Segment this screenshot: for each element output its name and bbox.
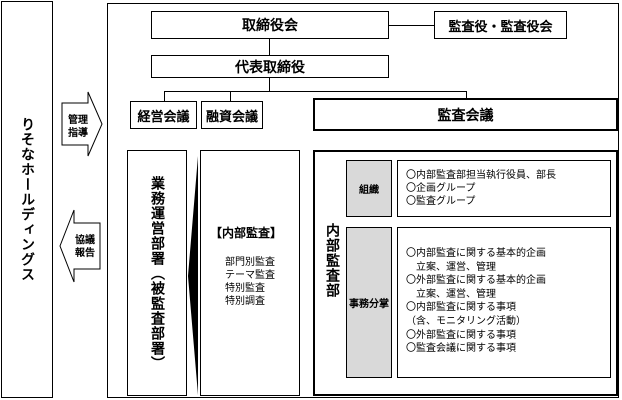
duties-item: 〇監査会議に関する事項: [406, 343, 516, 355]
organization-box: [397, 160, 611, 217]
internal-audit-list: 部門別監査 テーマ監査 特別監査 特別調査: [225, 256, 275, 308]
duties-box: [397, 227, 611, 378]
duties-item: 〇外部監査に関する事項: [406, 329, 516, 341]
consult-arrow: [59, 209, 101, 283]
organization-item: 〇企画グループ: [406, 183, 476, 194]
credit-committee-box: 融資会議: [201, 101, 263, 129]
duties-item: 〇外部監査に関する基本的企画: [406, 275, 546, 287]
organization-item: 〇内部監査部担当執行役員、部長: [406, 170, 556, 181]
auditors-box: 監査役・監査役会: [434, 11, 567, 39]
business-dept-box: [127, 150, 187, 396]
internal-audit-box: [200, 150, 300, 396]
organization-list: 〇内部監査部担当執行役員、部長 〇企画グループ 〇監査グループ: [406, 169, 556, 208]
duties-item: 立案、運営、管理: [406, 288, 496, 300]
board-auditors-line: [389, 25, 434, 26]
duties-item: 〇内部監査に関する事項: [406, 302, 516, 314]
audit-direction-triangle: [188, 156, 198, 395]
duties-item: 〇内部監査に関する基本的企画: [406, 248, 546, 259]
duties-label-box: 事務分掌: [346, 227, 392, 378]
audit-dept-label: 内部監査部: [324, 222, 340, 298]
audit-committee-box: 監査会議: [313, 98, 618, 131]
internal-audit-item: 部門別監査: [225, 257, 275, 268]
internal-audit-item: 特別調査: [225, 296, 265, 307]
business-dept-label: 業務運営部署（被監査部署）: [149, 175, 165, 371]
board-rep-line: [269, 39, 270, 55]
consult-arrow-label: 協議 報告: [75, 235, 95, 259]
organization-label-box: 組織: [346, 160, 392, 217]
holdings-frame: [1, 1, 53, 398]
duties-item: （含、モニタリング活動）: [406, 315, 526, 327]
representative-box: 代表取締役: [151, 55, 389, 78]
internal-audit-title: 【内部監査】: [210, 226, 283, 240]
internal-audit-item: 特別監査: [225, 283, 265, 294]
board-box: 取締役会: [151, 11, 389, 39]
internal-audit-item: テーマ監査: [225, 270, 275, 281]
duties-list: 〇内部監査に関する基本的企画 立案、運営、管理 〇外部監査に関する基本的企画 立…: [406, 247, 546, 356]
management-committee-box: 経営会議: [130, 101, 197, 129]
management-arrow: [61, 91, 103, 157]
duties-item: 立案、運営、管理: [406, 261, 496, 273]
holdings-label: りそなホールディングス: [19, 117, 35, 282]
organization-item: 〇監査グループ: [406, 196, 476, 207]
management-arrow-label: 管理 指導: [68, 115, 88, 139]
